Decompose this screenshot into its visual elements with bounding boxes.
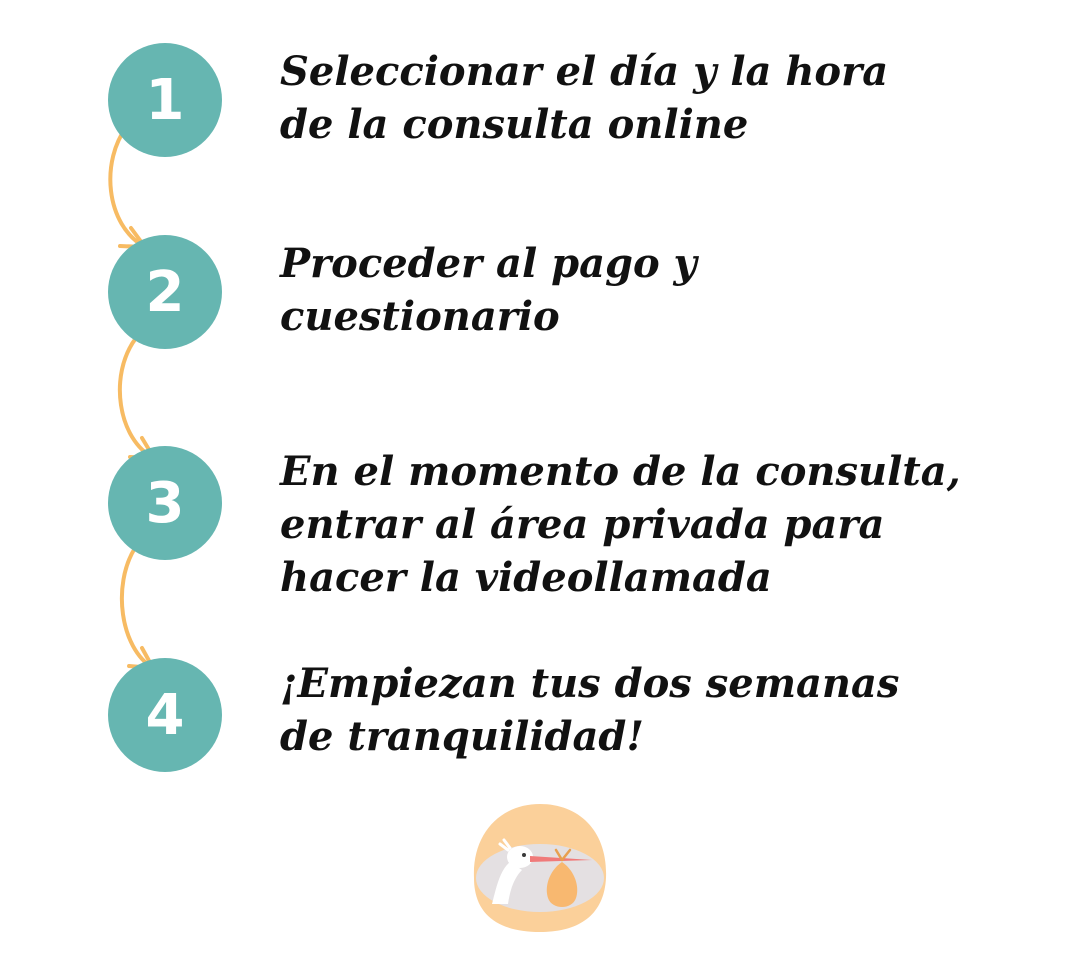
step-text-line: Proceder al pago y <box>280 240 697 287</box>
step-text-line: cuestionario <box>280 293 560 340</box>
step-text-line: ¡Empiezan tus dos semanas <box>280 660 900 707</box>
arrow-2-to-3 <box>117 336 156 460</box>
step-text-line: de la consulta online <box>280 101 749 148</box>
step-text-line: En el momento de la consulta, <box>280 448 961 495</box>
step-number-badge: 3 <box>108 446 222 560</box>
step-number-badge: 1 <box>108 43 222 157</box>
step-text-line: entrar al área privada para <box>280 501 885 548</box>
step-number-badge: 2 <box>108 235 222 349</box>
step-text: Seleccionar el día y la hora de la consu… <box>280 45 1000 151</box>
step-number-badge: 4 <box>108 658 222 772</box>
arrow-3-to-4 <box>119 546 155 670</box>
stork-carrying-bundle-icon <box>473 804 607 932</box>
step-text-line: de tranquilidad! <box>280 713 644 760</box>
step-text-line: hacer la videollamada <box>280 554 772 601</box>
step-text: En el momento de la consulta, entrar al … <box>280 445 1000 604</box>
step-number: 3 <box>145 470 185 536</box>
step-text-line: Seleccionar el día y la hora <box>280 48 889 95</box>
steps-list: 1 Seleccionar el día y la hora de la con… <box>108 43 1000 772</box>
step-number: 4 <box>145 682 185 748</box>
step-text: Proceder al pago y cuestionario <box>280 237 1000 343</box>
step-number: 1 <box>145 67 185 133</box>
step-number: 2 <box>145 259 185 325</box>
step-text: ¡Empiezan tus dos semanas de tranquilida… <box>280 657 1000 763</box>
